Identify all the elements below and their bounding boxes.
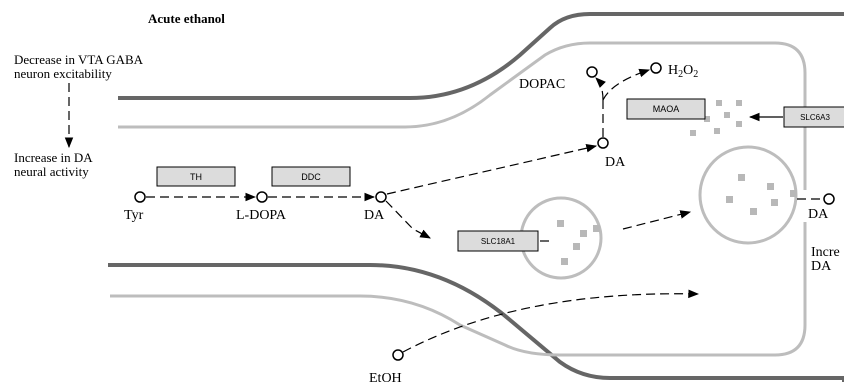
gene-slc18a1[interactable]: SLC18A1 bbox=[458, 231, 538, 251]
annotation-decrease-line1: Decrease in VTA GABA bbox=[14, 52, 144, 67]
etoh-effect-arrow bbox=[403, 294, 698, 352]
maoa-to-dopac-arrow bbox=[596, 78, 603, 100]
compound-da-upper-node[interactable] bbox=[598, 138, 608, 148]
gene-slc18a1-label: SLC18A1 bbox=[481, 237, 516, 246]
gene-ddc-label: DDC bbox=[301, 172, 321, 182]
compound-l-dopa-label: L-DOPA bbox=[236, 208, 287, 223]
gene-th-label: TH bbox=[190, 172, 202, 182]
annotation-decrease-line2: neuron excitability bbox=[14, 66, 112, 81]
compound-da-presynaptic-label: DA bbox=[364, 208, 385, 223]
compound-da-presynaptic-node[interactable] bbox=[376, 192, 386, 202]
compound-h2o2-label: H2O2 bbox=[668, 63, 698, 80]
maoa-to-h2o2-arrow bbox=[603, 70, 649, 100]
da-to-da-upper-arrow bbox=[387, 146, 596, 194]
compound-tyr-label: Tyr bbox=[124, 208, 144, 223]
gene-maoa-label: MAOA bbox=[653, 104, 680, 114]
gene-th[interactable]: TH bbox=[157, 167, 235, 186]
vesicle-to-synapse-arrow bbox=[623, 212, 690, 229]
gene-slc6a3[interactable]: SLC6A3 bbox=[784, 107, 844, 127]
annotation-right-partial-line1: Incre bbox=[811, 245, 840, 260]
gene-ddc[interactable]: DDC bbox=[272, 167, 350, 186]
gene-maoa[interactable]: MAOA bbox=[627, 99, 705, 119]
compound-da-upper-label: DA bbox=[605, 155, 626, 170]
compound-dopac-label: DOPAC bbox=[519, 77, 565, 92]
compound-da-synaptic-node[interactable] bbox=[824, 194, 834, 204]
compound-dopac-node[interactable] bbox=[587, 67, 597, 77]
compound-l-dopa-node[interactable] bbox=[257, 192, 267, 202]
compound-da-synaptic-label: DA bbox=[808, 207, 829, 222]
docked-vesicle bbox=[700, 147, 796, 243]
annotation-increase-line2: neural activity bbox=[14, 164, 89, 179]
da-to-vesicle-arrow bbox=[386, 201, 430, 238]
annotation-increase-line1: Increase in DA bbox=[14, 150, 93, 165]
compound-tyr-node[interactable] bbox=[135, 192, 145, 202]
diagram-title: Acute ethanol bbox=[148, 11, 225, 26]
annotation-right-partial-line2: DA bbox=[811, 259, 832, 274]
terminal-membrane-upper-outer bbox=[118, 14, 844, 98]
compound-h2o2-node[interactable] bbox=[651, 63, 661, 73]
compound-etoh-label: EtOH bbox=[369, 371, 402, 386]
terminal-membrane-lower-outer bbox=[108, 265, 844, 378]
gene-slc6a3-label: SLC6A3 bbox=[800, 113, 830, 122]
compound-etoh-node[interactable] bbox=[393, 350, 403, 360]
